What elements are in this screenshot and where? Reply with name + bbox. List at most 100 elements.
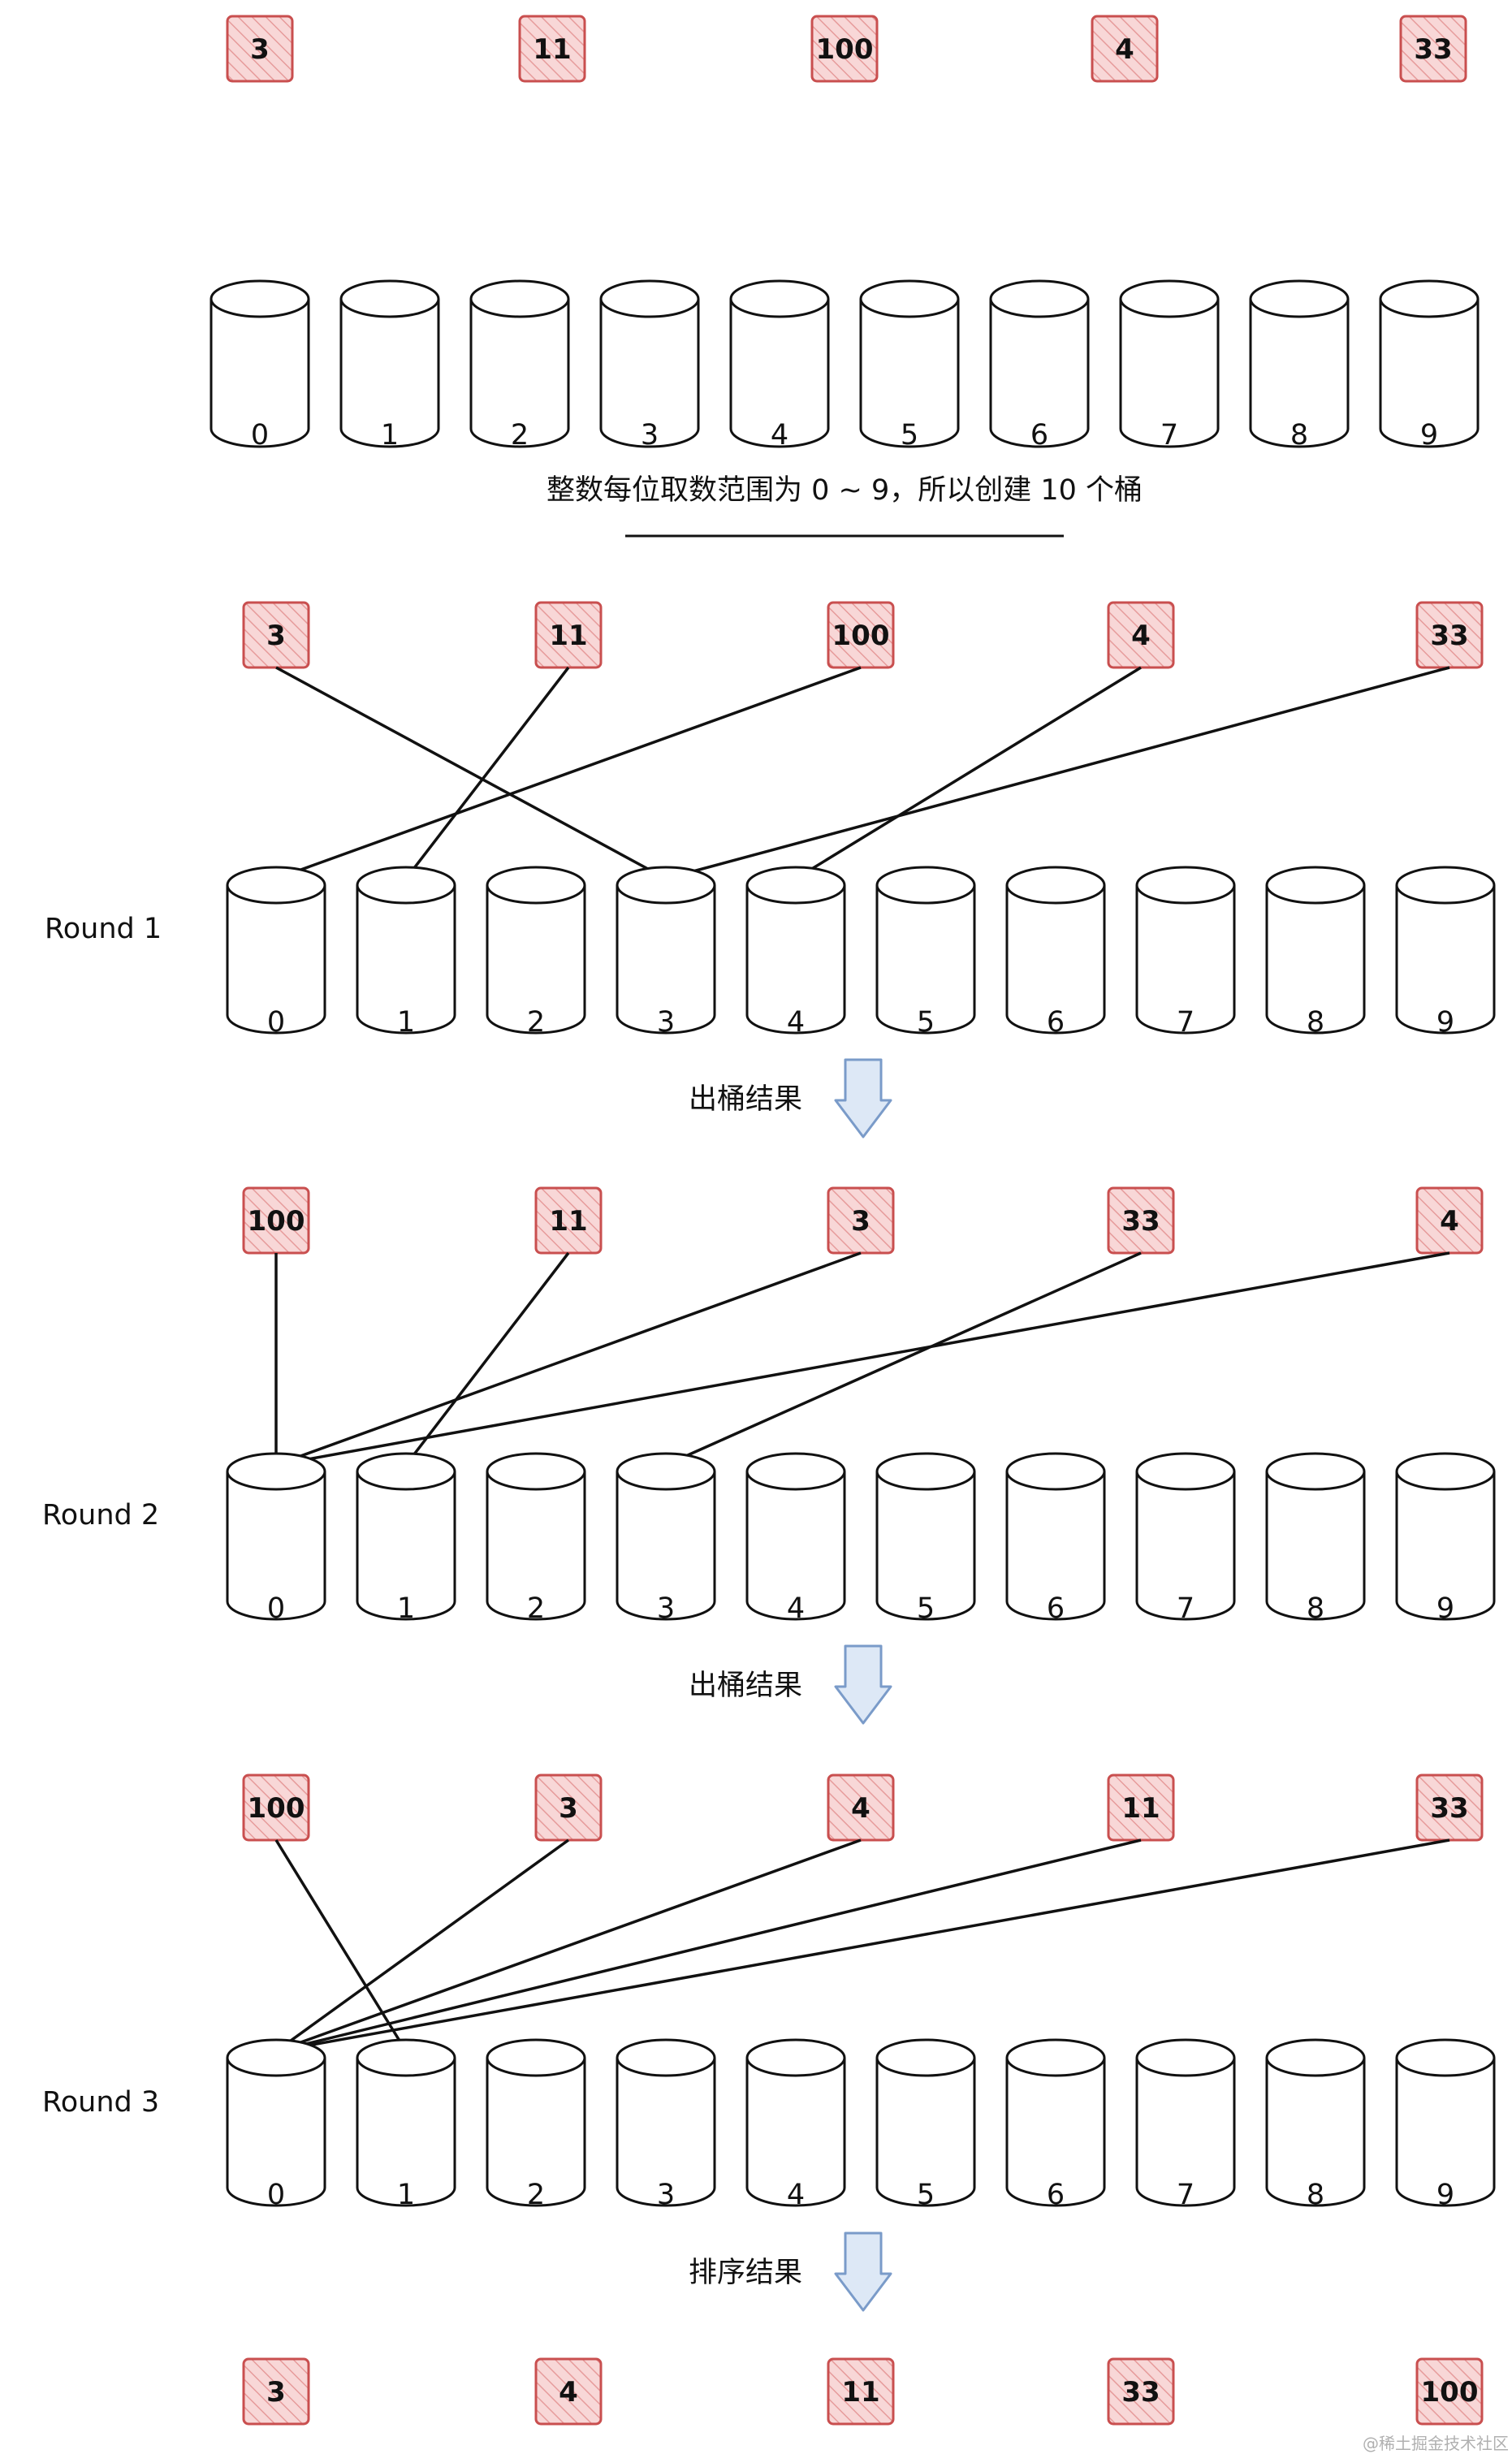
round-2-bucket-2: 2 (486, 1452, 586, 1625)
round-1-bucket-7: 7 (1135, 866, 1236, 1039)
round-3-box-2: 4 (827, 1774, 895, 1842)
round-2-box-3: 33 (1107, 1186, 1175, 1255)
round-2-bucket-4: 4 (745, 1452, 846, 1625)
round-2-bucket-1: 1 (356, 1452, 456, 1625)
round-3-label: Round 3 (42, 2086, 159, 2119)
round-2-result-label: 出桶结果 (689, 1670, 802, 1702)
round-1-arrow-3 (794, 666, 1142, 880)
round-3-bucket-5: 5 (875, 2038, 976, 2211)
round-3-arrow-1 (274, 1838, 570, 2053)
round-2-box-1: 11 (534, 1186, 603, 1255)
round-2-bucket-label-8: 8 (1307, 1592, 1324, 1625)
round-3-box-3-value: 11 (1121, 1792, 1160, 1825)
round-2-bucket-9: 9 (1395, 1452, 1496, 1625)
round-2-box-1-value: 11 (549, 1205, 587, 1238)
round-3-bucket-label-7: 7 (1177, 2179, 1194, 2211)
round-3-box-2-value: 4 (851, 1792, 870, 1825)
round-1-bucket-label-7: 7 (1177, 1006, 1194, 1039)
initial-bucket-0: 0 (210, 279, 310, 451)
round-3-box-0: 100 (242, 1774, 310, 1842)
round-3-box-3: 11 (1107, 1774, 1175, 1842)
final-box-2-value: 11 (841, 2376, 879, 2409)
round-3-bucket-4: 4 (745, 2038, 846, 2211)
round-1-box-3-value: 4 (1131, 620, 1151, 652)
round-1-bucket-1: 1 (356, 866, 456, 1039)
initial-bucket-label-5: 5 (901, 419, 918, 451)
round-2-bucket-label-1: 1 (397, 1592, 415, 1625)
initial-box-0-value: 3 (250, 33, 270, 66)
initial-box-4: 33 (1399, 15, 1467, 83)
round-3-bucket-label-4: 4 (787, 2179, 805, 2211)
round-1-box-0: 3 (242, 601, 310, 669)
round-1-arrow-2 (274, 666, 862, 881)
initial-bucket-2: 2 (469, 279, 570, 451)
final-box-3-value: 33 (1121, 2376, 1160, 2409)
round-2-box-4-value: 4 (1440, 1205, 1459, 1238)
round-1-arrow-1 (404, 666, 570, 880)
round-2-bucket-label-6: 6 (1047, 1592, 1065, 1625)
round-2-arrow-1 (404, 1251, 570, 1467)
round-2-arrows (271, 1251, 1450, 1469)
round-3-bucket-2: 2 (486, 2038, 586, 2211)
round-3-box-1: 3 (534, 1774, 603, 1842)
initial-bucket-3: 3 (599, 279, 700, 451)
initial-bucket-label-2: 2 (511, 419, 529, 451)
final-box-3: 33 (1107, 2357, 1175, 2426)
round-1-bucket-label-9: 9 (1436, 1006, 1454, 1039)
round-3-result-label: 排序结果 (689, 2257, 802, 2289)
round-1-bucket-label-4: 4 (787, 1006, 805, 1039)
round-3-bucket-7: 7 (1135, 2038, 1236, 2211)
round-3-bucket-label-2: 2 (527, 2179, 545, 2211)
round-3-bucket-label-5: 5 (917, 2179, 935, 2211)
initial-bucket-9: 9 (1379, 279, 1480, 451)
round-1-bucket-5: 5 (875, 866, 976, 1039)
round-2-label: Round 2 (42, 1499, 159, 1532)
final-box-1-value: 4 (559, 2376, 578, 2409)
round-2-box-2: 3 (827, 1186, 895, 1255)
round-3-box-0-value: 100 (248, 1792, 305, 1825)
round-2-flow-arrow-icon (834, 1644, 892, 1725)
round-1-box-2-value: 100 (832, 620, 890, 652)
round-3-arrow-4 (274, 1838, 1450, 2055)
initial-bucket-label-4: 4 (771, 419, 788, 451)
final-box-2: 11 (827, 2357, 895, 2426)
round-2-box-4: 4 (1415, 1186, 1484, 1255)
round-2-bucket-label-4: 4 (787, 1592, 805, 1625)
initial-box-1-value: 11 (533, 33, 571, 66)
round-1-bucket-label-0: 0 (267, 1006, 285, 1039)
round-3-flow-arrow-icon (834, 2231, 892, 2312)
round-1-box-0-value: 3 (266, 620, 286, 652)
final-box-1: 4 (534, 2357, 603, 2426)
initial-box-3: 4 (1091, 15, 1159, 83)
round-2-box-0-value: 100 (248, 1205, 305, 1238)
round-2-box-0: 100 (242, 1186, 310, 1255)
initial-bucket-8: 8 (1249, 279, 1350, 451)
initial-box-1: 11 (518, 15, 586, 83)
initial-box-0: 3 (226, 15, 294, 83)
round-3-bucket-8: 8 (1265, 2038, 1366, 2211)
round-2-bucket-5: 5 (875, 1452, 976, 1625)
round-3-arrows (274, 1838, 1450, 2055)
round-1-bucket-label-5: 5 (917, 1006, 935, 1039)
initial-bucket-label-6: 6 (1030, 419, 1048, 451)
round-2-bucket-label-9: 9 (1436, 1592, 1454, 1625)
round-3-bucket-6: 6 (1005, 2038, 1106, 2211)
round-3-bucket-label-6: 6 (1047, 2179, 1065, 2211)
round-3-bucket-9: 9 (1395, 2038, 1496, 2211)
round-1-box-4: 33 (1415, 601, 1484, 669)
round-1-result-label: 出桶结果 (689, 1083, 802, 1116)
round-2-bucket-3: 3 (616, 1452, 716, 1625)
initial-bucket-label-3: 3 (641, 419, 659, 451)
round-1-arrow-4 (664, 666, 1450, 882)
round-2-arrow-3 (664, 1251, 1142, 1467)
round-1-label: Round 1 (45, 913, 162, 945)
round-3-box-1-value: 3 (559, 1792, 578, 1825)
